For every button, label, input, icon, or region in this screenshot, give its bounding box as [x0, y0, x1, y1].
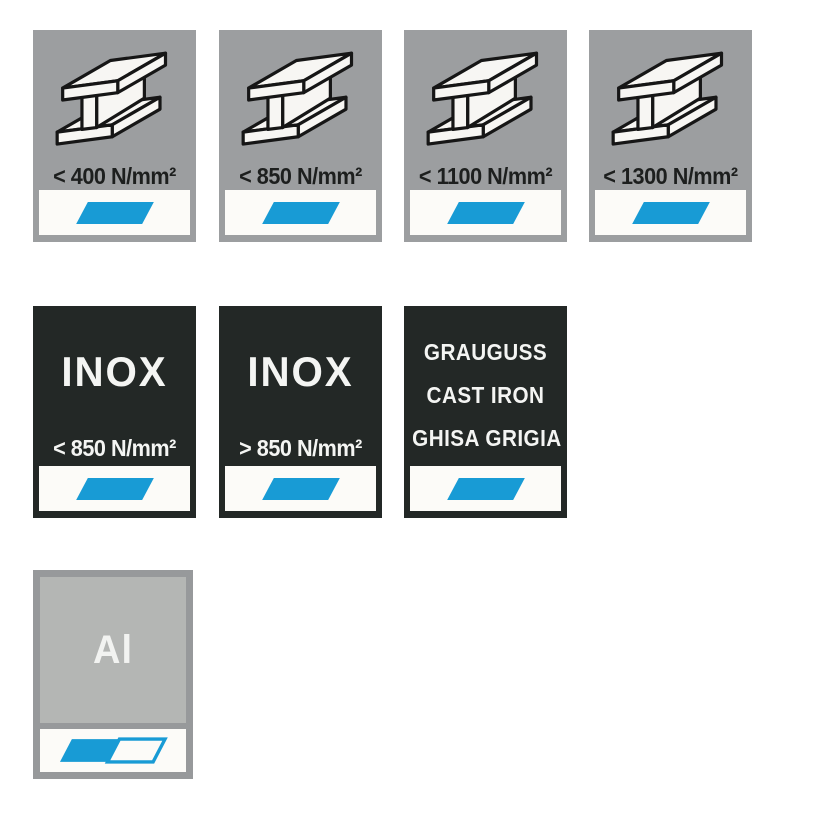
- blue-parallelogram-icon: [261, 477, 340, 500]
- strength-label: < 850 N/mm²: [239, 163, 362, 189]
- label-cast-iron-en: CAST IRON: [426, 382, 545, 408]
- strength-label: < 1300 N/mm²: [603, 163, 738, 189]
- blue-parallelogram-icon: [75, 477, 154, 500]
- material-strip: [410, 190, 561, 235]
- material-strip: [39, 190, 190, 235]
- strength-label: > 850 N/mm²: [239, 435, 362, 461]
- steel-tile-1100: < 1100 N/mm²: [404, 30, 567, 242]
- steel-tile-1300: < 1300 N/mm²: [589, 30, 752, 242]
- aluminum-body: Al: [40, 577, 186, 723]
- material-strip: [39, 466, 190, 511]
- material-strip: [225, 466, 376, 511]
- steel-tile-400: < 400 N/mm²: [33, 30, 196, 242]
- aluminum-symbol: Al: [93, 627, 133, 672]
- i-beam-icon: [404, 30, 567, 164]
- label-ghisa-grigia-it: GHISA GRIGIA: [412, 425, 562, 451]
- cast-iron-labels: GRAUGUSS CAST IRON GHISA GRIGIA: [404, 306, 567, 460]
- blue-parallelogram-icon: [446, 477, 525, 500]
- strength-label: < 1100 N/mm²: [418, 163, 553, 189]
- material-strip: [225, 190, 376, 235]
- cast-iron-tile: GRAUGUSS CAST IRON GHISA GRIGIA: [404, 306, 567, 518]
- steel-tile-850: < 850 N/mm²: [219, 30, 382, 242]
- i-beam-icon: [219, 30, 382, 164]
- material-strip: [40, 729, 186, 772]
- blue-parallelogram-icon: [446, 201, 525, 224]
- material-strip: [595, 190, 746, 235]
- material-strip: [410, 466, 561, 511]
- label-graugriss-de: GRAUGUSS: [423, 339, 548, 365]
- inox-tile-lt850: INOX < 850 N/mm²: [33, 306, 196, 518]
- half-filled-parallelogram-icon: [59, 737, 168, 764]
- inox-title: INOX: [61, 348, 168, 395]
- blue-parallelogram-icon: [631, 201, 710, 224]
- inox-title: INOX: [247, 348, 354, 395]
- i-beam-icon: [589, 30, 752, 164]
- i-beam-icon: [33, 30, 196, 164]
- inox-tile-gt850: INOX > 850 N/mm²: [219, 306, 382, 518]
- strength-label: < 850 N/mm²: [53, 435, 176, 461]
- strength-label: < 400 N/mm²: [53, 163, 176, 189]
- blue-parallelogram-icon: [261, 201, 340, 224]
- aluminum-tile: Al: [33, 570, 193, 779]
- blue-parallelogram-icon: [75, 201, 154, 224]
